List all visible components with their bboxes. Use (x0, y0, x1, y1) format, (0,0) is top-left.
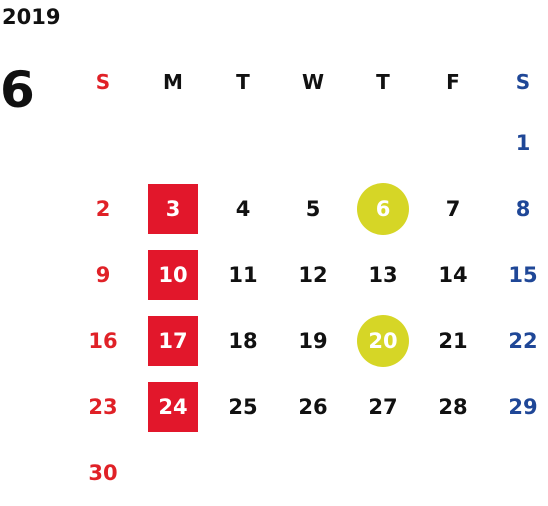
day-cell[interactable]: 16 (88, 329, 118, 353)
day-cell-event[interactable]: 6 (348, 181, 418, 237)
day-cell[interactable]: 19 (298, 329, 328, 353)
day-cell (418, 115, 488, 171)
day-cell[interactable]: 21 (438, 329, 468, 353)
week-row: 1 (68, 110, 548, 176)
day-cell (488, 445, 548, 501)
day-cell[interactable]: 30 (88, 461, 118, 485)
day-cell-holiday[interactable]: 3 (148, 184, 198, 234)
weekday-friday: F (446, 70, 460, 94)
day-cell[interactable]: 27 (368, 395, 398, 419)
weekday-saturday: S (515, 70, 531, 94)
day-cell (208, 445, 278, 501)
day-cell[interactable]: 29 (508, 395, 538, 419)
year-label: 2019 (2, 5, 61, 29)
day-cell[interactable]: 23 (88, 395, 118, 419)
day-cell (138, 445, 208, 501)
day-cell[interactable]: 8 (515, 197, 531, 221)
day-cell[interactable]: 7 (445, 197, 461, 221)
day-cell[interactable]: 18 (228, 329, 258, 353)
day-cell[interactable]: 4 (235, 197, 251, 221)
week-row: 16 17 18 19 20 21 22 (68, 308, 548, 374)
weekday-thursday: T (376, 70, 390, 94)
week-row: 30 (68, 440, 548, 506)
day-cell (278, 445, 348, 501)
day-cell-holiday[interactable]: 24 (148, 382, 198, 432)
day-cell[interactable]: 13 (368, 263, 398, 287)
day-cell-holiday[interactable]: 10 (148, 250, 198, 300)
day-cell[interactable]: 12 (298, 263, 328, 287)
day-cell[interactable]: 1 (515, 131, 531, 155)
weekday-sunday: S (95, 70, 111, 94)
week-row: 23 24 25 26 27 28 29 (68, 374, 548, 440)
day-cell (348, 445, 418, 501)
day-cell (278, 115, 348, 171)
week-row: 9 10 11 12 13 14 15 (68, 242, 548, 308)
day-number: 20 (368, 329, 398, 353)
day-cell[interactable]: 5 (305, 197, 321, 221)
day-cell (208, 115, 278, 171)
day-cell-event[interactable]: 20 (348, 313, 418, 369)
day-cell[interactable]: 22 (508, 329, 538, 353)
day-cell[interactable]: 11 (228, 263, 258, 287)
day-cell (418, 445, 488, 501)
day-cell[interactable]: 2 (95, 197, 111, 221)
day-number: 6 (375, 197, 391, 221)
weekday-wednesday: W (301, 70, 325, 94)
day-cell[interactable]: 9 (95, 263, 111, 287)
weekday-header: S M T W T F S (68, 54, 548, 110)
week-row: 2 3 4 5 6 7 8 (68, 176, 548, 242)
day-cell[interactable]: 26 (298, 395, 328, 419)
day-cell[interactable]: 15 (508, 263, 538, 287)
day-cell[interactable]: 14 (438, 263, 468, 287)
calendar-grid: S M T W T F S 1 2 3 4 5 6 7 8 9 10 11 12… (68, 54, 548, 506)
day-cell (348, 115, 418, 171)
day-cell (138, 115, 208, 171)
day-cell[interactable]: 25 (228, 395, 258, 419)
day-cell[interactable]: 28 (438, 395, 468, 419)
month-label: 6 (0, 61, 35, 119)
day-cell (68, 115, 138, 171)
weekday-tuesday: T (236, 70, 250, 94)
day-cell-holiday[interactable]: 17 (148, 316, 198, 366)
weekday-monday: M (163, 70, 183, 94)
